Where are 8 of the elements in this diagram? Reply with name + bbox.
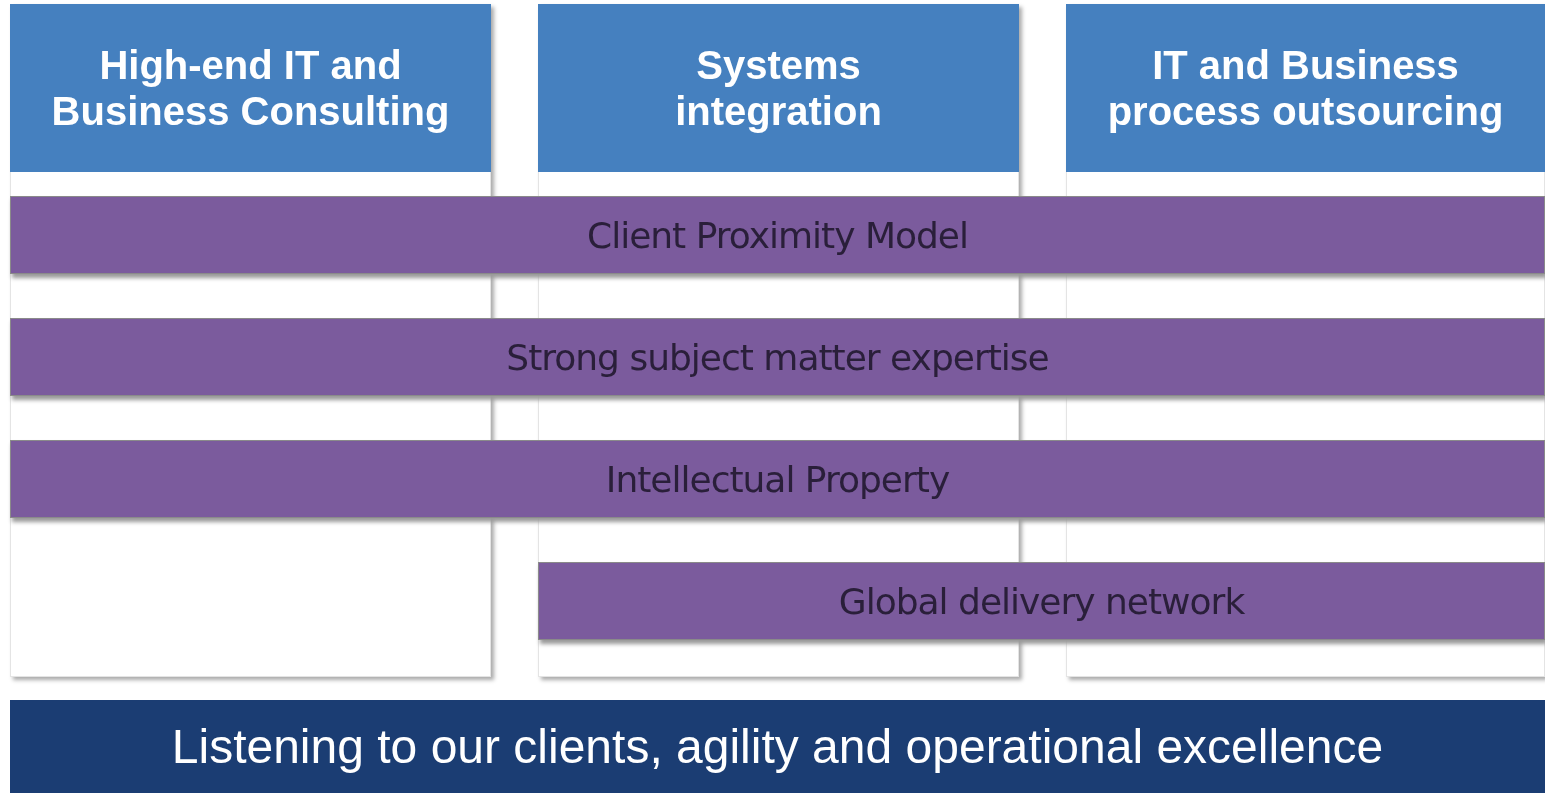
column-header: Systems integration bbox=[538, 4, 1019, 172]
capability-band: Strong subject matter expertise bbox=[10, 318, 1545, 396]
foundation-bar: Listening to our clients, agility and operational excellence bbox=[10, 700, 1545, 793]
column-header: High-end IT and Business Consulting bbox=[10, 4, 491, 172]
capability-band: Intellectual Property bbox=[10, 440, 1545, 518]
capability-band: Global delivery network bbox=[538, 562, 1545, 640]
column-header: IT and Business process outsourcing bbox=[1066, 4, 1545, 172]
capability-band: Client Proximity Model bbox=[10, 196, 1545, 274]
